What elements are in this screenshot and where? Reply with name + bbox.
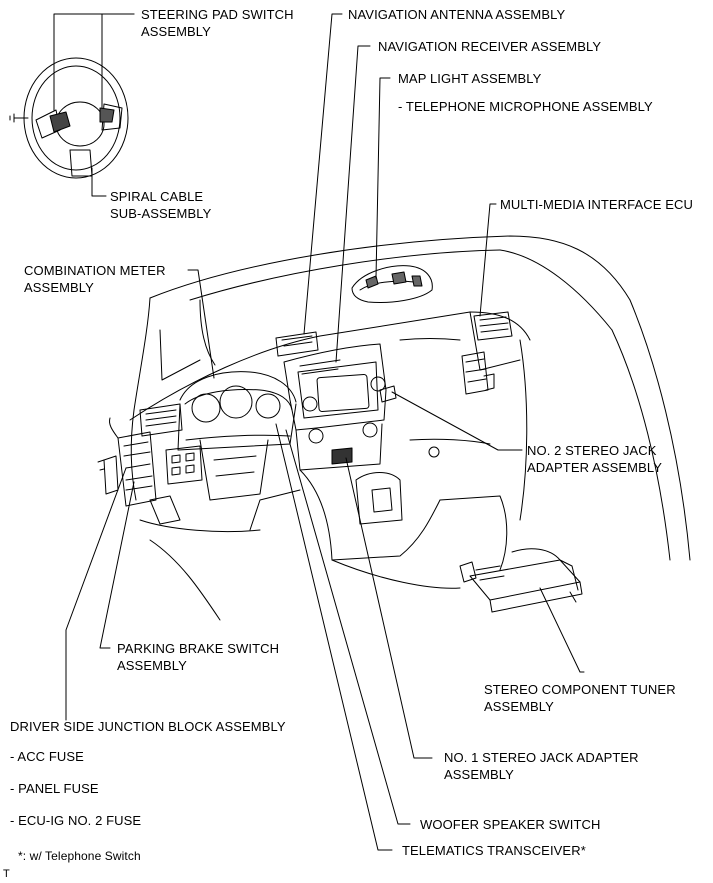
no1-stereo-jack-label: NO. 1 STEREO JACK ADAPTER ASSEMBLY	[444, 749, 639, 783]
center-console	[249, 438, 508, 589]
driver-side-junction-block-label: DRIVER SIDE JUNCTION BLOCK ASSEMBLY	[10, 719, 286, 734]
map-light	[351, 265, 433, 303]
telephone-microphone-label: - TELEPHONE MICROPHONE ASSEMBLY	[398, 99, 653, 114]
parking-brake-switch-label: PARKING BRAKE SWITCH ASSEMBLY	[117, 640, 279, 674]
navigation-antenna-label: NAVIGATION ANTENNA ASSEMBLY	[348, 7, 566, 22]
navigation-receiver-label: NAVIGATION RECEIVER ASSEMBLY	[378, 39, 602, 54]
acc-fuse-label: - ACC FUSE	[10, 749, 84, 764]
ecu-ig-fuse-label: - ECU-IG NO. 2 FUSE	[10, 813, 142, 828]
map-light-label: MAP LIGHT ASSEMBLY	[398, 71, 542, 86]
dashboard-outline	[129, 235, 691, 561]
center-stack	[275, 331, 397, 471]
parking-brake-switch-line1: PARKING BRAKE SWITCH	[117, 641, 280, 656]
multi-media-interface-ecu	[461, 311, 513, 395]
combination-meter-line1: COMBINATION METER	[24, 263, 166, 278]
combination-meter-label: COMBINATION METER ASSEMBLY	[24, 262, 166, 296]
leader-lines	[53, 13, 585, 851]
stereo-component-tuner-line2: ASSEMBLY	[484, 699, 554, 714]
no2-stereo-jack-line2: ADAPTER ASSEMBLY	[527, 460, 663, 475]
parking-brake-switch-line2: ASSEMBLY	[117, 658, 187, 673]
steering-pad-switch-line2: ASSEMBLY	[141, 24, 211, 39]
spiral-cable-label: SPIRAL CABLE SUB-ASSEMBLY	[110, 188, 211, 222]
combination-meter	[177, 371, 297, 451]
steering-column	[139, 403, 269, 621]
stereo-component-tuner-line1: STEREO COMPONENT TUNER	[484, 682, 676, 697]
panel-fuse-label: - PANEL FUSE	[10, 781, 99, 796]
multi-media-interface-ecu-label: MULTI-MEDIA INTERFACE ECU	[500, 197, 693, 212]
combination-meter-line2: ASSEMBLY	[24, 280, 94, 295]
footnote: *: w/ Telephone Switch	[18, 849, 141, 863]
woofer-speaker-switch-label: WOOFER SPEAKER SWITCH	[420, 817, 601, 832]
corner-mark: T	[3, 868, 10, 880]
spiral-cable-line2: SUB-ASSEMBLY	[110, 206, 212, 221]
junction-block	[97, 417, 157, 507]
spiral-cable-line1: SPIRAL CABLE	[110, 189, 204, 204]
stereo-component-tuner-label: STEREO COMPONENT TUNER ASSEMBLY	[484, 681, 676, 715]
telematics-transceiver-label: TELEMATICS TRANSCEIVER*	[402, 843, 586, 858]
stereo-component-tuner	[459, 548, 583, 613]
no1-stereo-jack-line2: ASSEMBLY	[444, 767, 514, 782]
no2-stereo-jack-label: NO. 2 STEREO JACK ADAPTER ASSEMBLY	[527, 442, 662, 476]
steering-pad-switch-line1: STEERING PAD SWITCH	[141, 7, 294, 22]
no2-stereo-jack-line1: NO. 2 STEREO JACK	[527, 443, 657, 458]
no1-stereo-jack-line1: NO. 1 STEREO JACK ADAPTER	[444, 750, 639, 765]
steering-pad-switch-label: STEERING PAD SWITCH ASSEMBLY	[141, 6, 294, 40]
steering-wheel-inset	[9, 57, 129, 179]
